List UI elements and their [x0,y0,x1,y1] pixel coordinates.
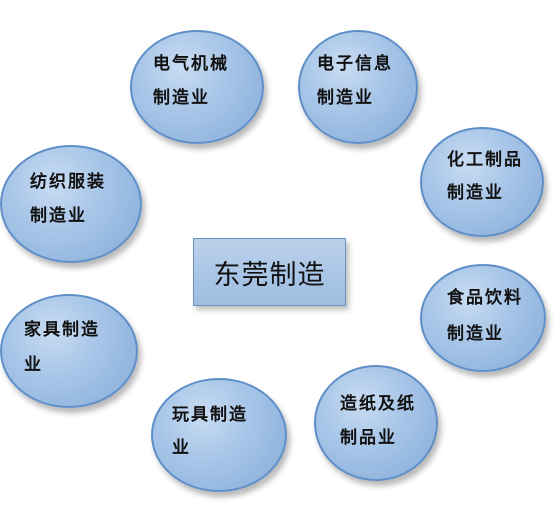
industry-label-toys-line2: 业 [172,438,191,458]
industry-bubble-textile [0,145,142,263]
industry-label-electrical-line1: 电气机械 [153,54,229,74]
industry-bubble-paper [314,365,438,481]
industry-label-toys-line1: 玩具制造 [172,405,248,425]
industry-bubble-toys [151,378,287,492]
industry-label-textile-line2: 制造业 [30,206,87,226]
industry-label-furniture-line2: 业 [24,355,43,375]
center-box: 东莞制造 [193,238,346,306]
industry-label-chemical-line1: 化工制品 [447,150,523,170]
industry-label-textile-line1: 纺织服装 [30,172,106,192]
industry-bubble-chemical [420,127,544,237]
industry-bubble-food [420,264,546,372]
industry-label-furniture-line1: 家具制造 [24,320,100,340]
industry-label-food-line2: 制造业 [447,324,504,344]
industry-label-paper-line2: 制品业 [340,428,397,448]
industry-bubble-electronics [298,30,418,144]
industry-bubble-furniture [0,294,138,408]
industry-label-electronics-line1: 电子信息 [317,54,393,74]
industry-bubble-electrical [130,30,264,144]
industry-label-electronics-line2: 制造业 [317,88,374,108]
industry-label-electrical-line2: 制造业 [153,88,210,108]
industry-label-paper-line1: 造纸及纸 [340,394,416,414]
industry-label-chemical-line2: 制造业 [447,183,504,203]
industry-label-food-line1: 食品饮料 [447,288,523,308]
center-title: 东莞制造 [213,259,326,291]
